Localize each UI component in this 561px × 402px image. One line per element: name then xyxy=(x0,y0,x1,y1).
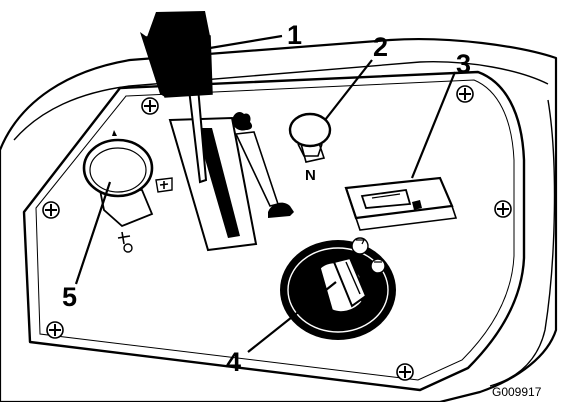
throttle-slot xyxy=(168,116,258,252)
callout-5: 5 xyxy=(62,282,77,312)
housing-inner-rim xyxy=(13,61,549,141)
leader-line-5 xyxy=(74,181,112,285)
leader-line-1 xyxy=(209,34,283,50)
leader-line-2 xyxy=(324,59,373,121)
leader-line-3 xyxy=(410,71,457,179)
choke-on-icon xyxy=(155,177,173,193)
throttle-lever xyxy=(140,11,213,184)
panel-plate xyxy=(22,70,526,392)
screw-bottom-right xyxy=(396,363,414,381)
callout-1: 1 xyxy=(287,20,302,50)
choke-arrow-icon xyxy=(112,130,117,136)
neutral-label: N xyxy=(305,167,316,184)
choke-off-icon xyxy=(117,231,133,253)
choke-knob xyxy=(82,138,154,228)
leader-lines xyxy=(74,34,457,353)
turtle-slow-icon xyxy=(268,202,294,218)
ignition-run-icon xyxy=(370,258,386,274)
screw-top-left xyxy=(141,97,159,115)
callout-4: 4 xyxy=(226,347,241,377)
callout-3: 3 xyxy=(456,49,471,79)
hour-meter xyxy=(344,176,458,231)
housing-right-edge xyxy=(489,99,556,387)
callout-2: 2 xyxy=(373,32,388,62)
screw-bottom-left xyxy=(46,321,64,339)
ignition-start-icon xyxy=(351,237,369,255)
screw-right xyxy=(494,200,512,218)
screw-top-right xyxy=(456,85,474,103)
rabbit-fast-icon xyxy=(232,112,253,131)
ignition-switch xyxy=(280,240,396,340)
leader-line-4 xyxy=(247,281,337,353)
screw-left xyxy=(42,201,60,219)
figure-id: G009917 xyxy=(492,385,542,399)
parking-brake-knob xyxy=(288,112,332,163)
